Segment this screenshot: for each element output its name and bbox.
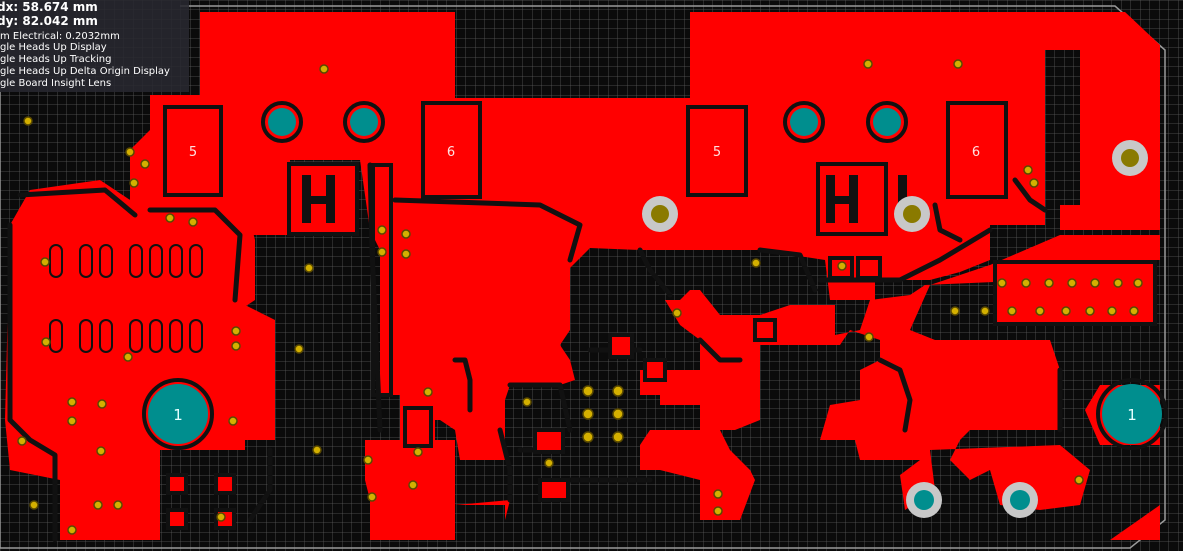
ic-pins-left[interactable] <box>49 244 203 353</box>
smd-pads[interactable] <box>163 101 1157 530</box>
trace-channel <box>371 163 393 397</box>
hud-shortcut-toggle-delta-origin: gle Heads Up Delta Origin Display <box>0 66 170 77</box>
pad-label-right-1: 1 <box>1127 406 1137 424</box>
vias[interactable] <box>17 59 1143 535</box>
heads-up-display: dx: 58.674 mm dy: 82.042 mm m Electrical… <box>0 0 189 92</box>
hud-shortcut-toggle-insight-lens: gle Board Insight Lens <box>0 78 112 89</box>
pad-label-left-1: 1 <box>173 406 183 424</box>
pad-clearance-rings <box>142 101 1168 450</box>
hud-shortcut-toggle-display: gle Heads Up Display <box>0 42 107 53</box>
board-outline <box>0 5 1166 549</box>
hud-dy: dy: 82.042 mm <box>0 14 98 28</box>
copper-pour[interactable] <box>5 12 1160 540</box>
clearance-traces <box>7 162 1063 543</box>
mounting-holes[interactable] <box>148 140 1162 518</box>
pad-label-left-5: 5 <box>189 145 197 160</box>
pad-label-right-5: 5 <box>713 145 721 160</box>
hud-dx: dx: 58.674 mm <box>0 0 98 14</box>
pad-label-right-6: 6 <box>972 145 980 160</box>
through-hole-pads[interactable] <box>268 108 901 136</box>
hud-clearance: m Electrical: 0.2032mm <box>0 31 120 42</box>
pad-label-left-6: 6 <box>447 145 455 160</box>
hud-shortcut-toggle-tracking: gle Heads Up Tracking <box>0 54 112 65</box>
